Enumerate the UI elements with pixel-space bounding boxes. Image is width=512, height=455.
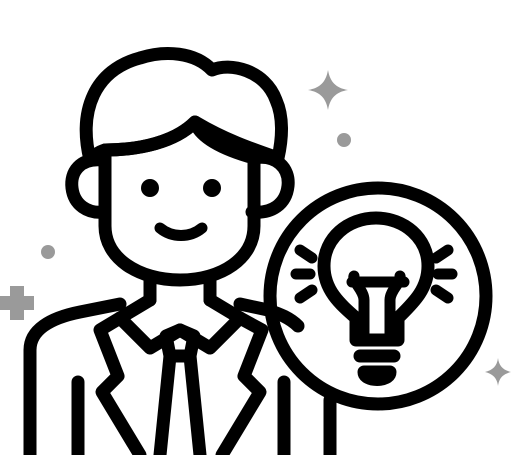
- lightbulb-icon: [263, 181, 493, 411]
- dot-icon: [337, 133, 351, 147]
- right-ear: [245, 150, 295, 219]
- bulb-filament: [346, 270, 410, 346]
- dot-left-icon: [41, 245, 55, 259]
- bulb-glass: [317, 211, 435, 347]
- left-lapel: [93, 311, 147, 455]
- ray-right-top: [430, 244, 454, 264]
- bulb-base: [353, 349, 401, 386]
- sparkle-small-icon: [485, 358, 511, 386]
- right-eye: [203, 179, 221, 197]
- left-ear: [65, 153, 111, 219]
- ray-left-bottom: [294, 284, 318, 304]
- ray-left-top: [294, 244, 318, 264]
- tie: [153, 349, 207, 455]
- right-lapel: [215, 311, 269, 455]
- left-eye: [141, 179, 159, 197]
- jacket: [23, 297, 127, 455]
- idea-circle: [263, 181, 493, 411]
- face: [98, 115, 261, 287]
- ray-right-bottom: [430, 284, 454, 304]
- sparkle-icon: [308, 70, 348, 110]
- smile: [154, 222, 208, 241]
- cross-icon: [0, 286, 34, 320]
- person-icon: [23, 47, 337, 455]
